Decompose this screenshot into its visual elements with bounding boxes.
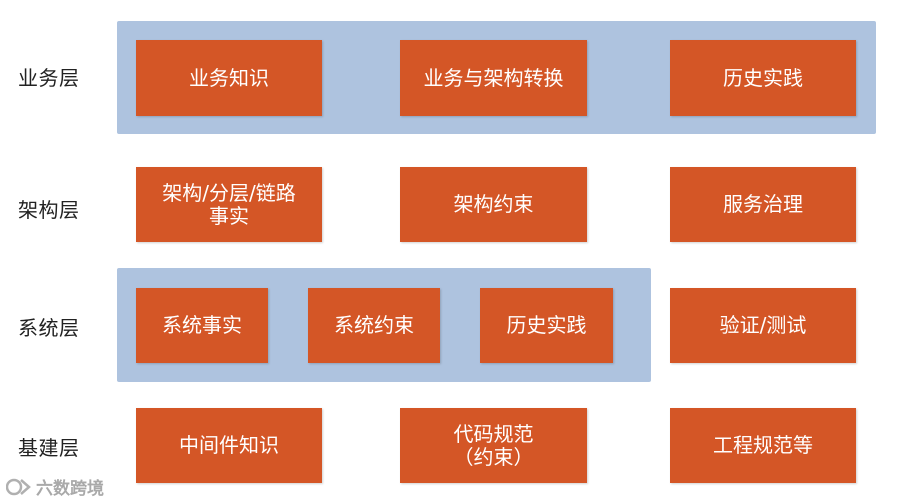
box-system-historical-practice: 历史实践	[480, 288, 613, 363]
watermark: 六数跨境	[6, 474, 104, 499]
box-system-facts: 系统事实	[136, 288, 268, 363]
box-engineering-standards: 工程规范等	[670, 408, 856, 483]
box-architecture-constraints: 架构约束	[400, 167, 587, 242]
logo-icon	[6, 476, 32, 498]
box-architecture-facts: 架构/分层/链路 事实	[136, 167, 322, 242]
box-service-governance: 服务治理	[670, 167, 856, 242]
layer-label-business: 业务层	[18, 66, 80, 90]
layer-label-system: 系统层	[18, 316, 80, 340]
box-validation-testing: 验证/测试	[670, 288, 856, 363]
box-system-constraints: 系统约束	[308, 288, 440, 363]
box-business-historical-practice: 历史实践	[670, 40, 856, 116]
box-code-standards: 代码规范 （约束）	[400, 408, 587, 483]
watermark-text: 六数跨境	[36, 479, 104, 499]
layer-label-infrastructure: 基建层	[18, 436, 80, 460]
box-business-knowledge: 业务知识	[136, 40, 322, 116]
box-business-architecture-conversion: 业务与架构转换	[400, 40, 587, 116]
box-middleware-knowledge: 中间件知识	[136, 408, 322, 483]
layer-label-architecture: 架构层	[18, 198, 80, 222]
